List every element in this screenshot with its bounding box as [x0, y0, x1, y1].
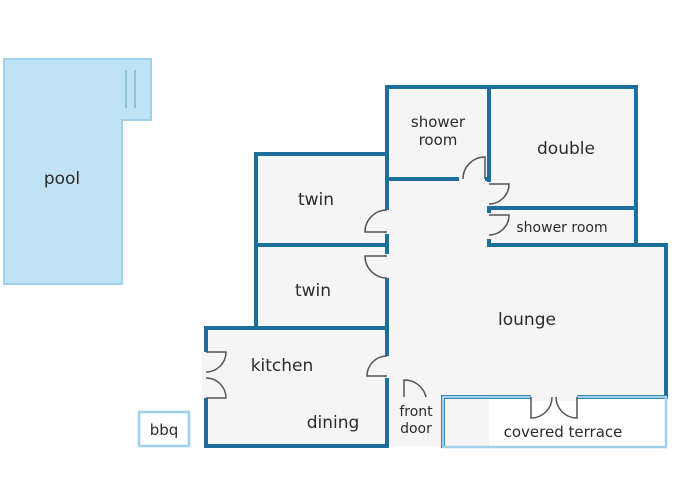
- twin-upper-label: twin: [298, 190, 334, 210]
- shower-room-upper-label-line2: room: [419, 131, 458, 149]
- double-label: double: [537, 139, 595, 159]
- shower-room-lower-label: shower room: [516, 220, 607, 236]
- kitchen-outside-door-gap: [202, 352, 210, 398]
- shower-room-lower-floor: [489, 208, 636, 245]
- terrace-door-swing-right: [555, 396, 578, 419]
- double-door-swing: [488, 183, 510, 205]
- pool: [3, 58, 152, 285]
- twin-upper-door-swing: [364, 209, 388, 233]
- bbq-outline: [137, 410, 191, 448]
- shower-room-upper-floor: [387, 87, 489, 179]
- kitchen-dining-floor: [206, 328, 387, 446]
- door-openings: [202, 175, 577, 401]
- kitchen-label: kitchen: [251, 356, 314, 376]
- front-door-swing: [403, 379, 427, 398]
- double-bedroom-floor: [489, 87, 636, 208]
- floor-areas: [206, 87, 666, 446]
- pool-basin: [3, 58, 152, 285]
- shower-room-upper-door-gap: [459, 175, 485, 183]
- double-bedroom-walls: [487, 85, 638, 210]
- dining-label: dining: [307, 413, 360, 433]
- kitchen-outside-door-swing-upper: [205, 351, 227, 373]
- kitchen-door-gap: [383, 356, 391, 378]
- lounge-label: lounge: [498, 310, 556, 330]
- kitchen-outside-door-swing-lower: [205, 377, 227, 399]
- front-door-label-line1: front: [399, 404, 433, 420]
- lounge-floor: [387, 245, 666, 397]
- pool-label: pool: [44, 169, 80, 189]
- twin-lower-label: twin: [295, 281, 331, 301]
- door-swings: [205, 156, 578, 419]
- terrace-door-gap: [531, 393, 577, 401]
- covered-terrace-label: covered terrace: [504, 423, 623, 441]
- double-door-gap: [485, 182, 493, 206]
- twin-lower-door-swing: [364, 255, 388, 279]
- shower-room-upper-label-line1: shower: [411, 113, 466, 131]
- twin-upper-door-gap: [383, 210, 391, 234]
- shower-room-lower-door-gap: [485, 213, 493, 239]
- kitchen-door-swing: [366, 355, 388, 377]
- twin-lower-door-gap: [383, 254, 391, 278]
- shower-room-upper-door-swing: [462, 156, 486, 180]
- bbq-label: bbq: [150, 421, 179, 439]
- room-labels: pool shower room double shower room twin…: [44, 113, 623, 441]
- terrace-door-swing-left: [530, 396, 553, 419]
- shower-room-lower-door-swing: [488, 214, 510, 236]
- front-door-label-line2: door: [400, 421, 432, 437]
